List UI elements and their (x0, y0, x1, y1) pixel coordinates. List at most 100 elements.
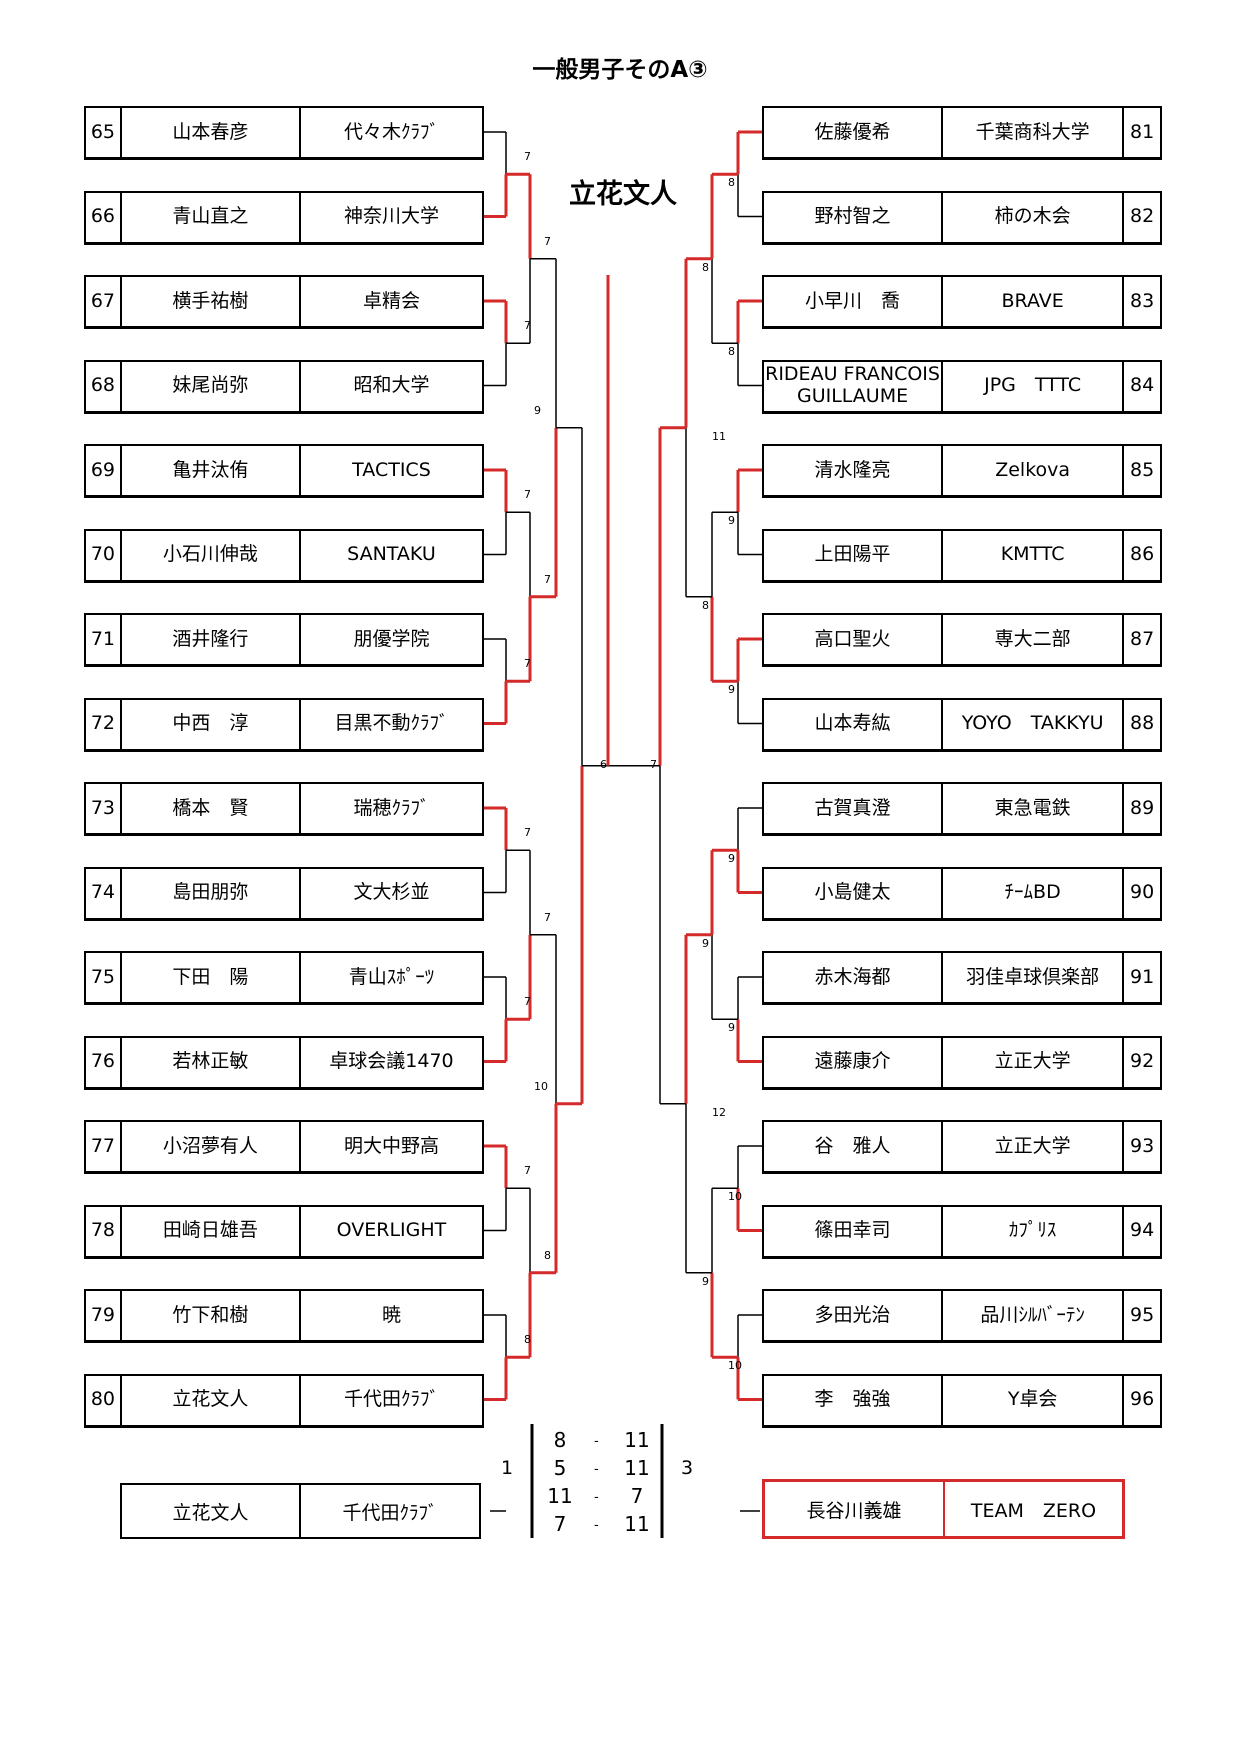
champion-name: 立花文人 (569, 179, 677, 210)
player-name: 小早川 喬 (764, 277, 944, 326)
club-name: 品川ｼﾙﾊﾞｰﾃﾝ (943, 1291, 1125, 1340)
final-right-name: 長谷川義雄 (765, 1482, 945, 1536)
seed-number: 79 (86, 1291, 122, 1340)
player-name: 古賀真澄 (764, 784, 944, 833)
player-name: 小沼夢有人 (122, 1122, 301, 1171)
player-name: 島田朋弥 (122, 868, 301, 918)
round-score: 7 (524, 488, 531, 502)
player-name: 清水隆亮 (764, 446, 944, 495)
seed-number: 78 (86, 1206, 122, 1256)
round-score: 7 (544, 234, 551, 248)
seed-number: 93 (1130, 1134, 1155, 1157)
final-left-club: 千代田ｸﾗﾌﾞ (342, 1501, 438, 1524)
round-score: 7 (524, 657, 531, 671)
round-score: 12 (712, 1105, 726, 1119)
player-name: 多田光治 (764, 1291, 944, 1340)
seed-number: 70 (86, 530, 122, 580)
club-name: 神奈川大学 (343, 205, 439, 228)
round-score: 10 (728, 1190, 742, 1204)
round-score: 9 (702, 936, 709, 950)
round-score: 7 (524, 826, 531, 840)
score-dash: - (594, 1518, 599, 1533)
round-score: 8 (728, 345, 735, 359)
score-dash: - (594, 1462, 599, 1477)
player-name: 山本寿紘 (764, 699, 944, 749)
round-score: 8 (544, 1248, 551, 1262)
club-name: Zelkova (943, 446, 1125, 495)
final-game-right: 11 (624, 1456, 650, 1480)
seed-number: 83 (1130, 289, 1155, 312)
club-name: 立正大学 (943, 1037, 1125, 1087)
seed-number: 71 (86, 615, 122, 664)
club-name: 卓精会 (362, 289, 420, 312)
player-name: 遠藤康介 (764, 1037, 944, 1087)
round-score: 8 (524, 1333, 531, 1347)
player-name: 小石川伸哉 (122, 530, 301, 580)
seed-number: 86 (1130, 543, 1155, 566)
final-game-left: 8 (553, 1428, 567, 1452)
player-name: 山本春彦 (122, 108, 301, 157)
seed-number: 67 (86, 277, 122, 326)
round-score: 7 (544, 910, 551, 924)
club-name: 千代田ｸﾗﾌﾞ (343, 1388, 439, 1411)
round-score: 9 (728, 1021, 735, 1035)
seed-number: 72 (86, 699, 122, 749)
seed-number: 85 (1130, 458, 1155, 481)
club-name: YOYO TAKKYU (943, 699, 1125, 749)
round-score: 9 (728, 514, 735, 528)
final-game-right: 11 (624, 1512, 650, 1536)
player-name: 橋本 賢 (122, 784, 301, 833)
club-name: JPG TTTC (943, 361, 1125, 411)
round-score: 10 (534, 1079, 548, 1093)
score-dash: - (594, 1434, 599, 1449)
seed-number: 69 (86, 446, 122, 495)
final-left-sets: 1 (501, 1457, 514, 1479)
round-score: 6 (600, 758, 607, 771)
seed-number: 75 (86, 953, 122, 1002)
player-name: RIDEAU FRANCOIS GUILLAUME (764, 361, 944, 411)
player-name: 李 強強 (764, 1375, 944, 1425)
seed-number: 94 (1130, 1219, 1155, 1242)
final-left-name: 立花文人 (122, 1485, 301, 1537)
player-name: 横手祐樹 (122, 277, 301, 326)
club-name: 明大中野高 (343, 1134, 439, 1157)
round-score: 7 (524, 150, 531, 164)
player-name: 篠田幸司 (764, 1206, 944, 1256)
player-name: 立花文人 (122, 1375, 301, 1425)
seed-number: 95 (1130, 1303, 1155, 1326)
seed-number: 76 (86, 1037, 122, 1087)
seed-number: 89 (1130, 796, 1155, 819)
seed-number: 68 (86, 361, 122, 411)
final-game-left: 5 (553, 1456, 567, 1480)
club-name: ｶﾌﾟﾘｽ (943, 1206, 1125, 1256)
club-name: 立正大学 (943, 1122, 1125, 1171)
seed-number: 77 (86, 1122, 122, 1171)
player-name: 谷 雅人 (764, 1122, 944, 1171)
club-name: 暁 (381, 1303, 401, 1326)
final-right-club: TEAM ZERO (970, 1499, 1097, 1522)
final-game-left: 7 (553, 1512, 567, 1536)
player-name: 青山直之 (122, 192, 301, 242)
club-name: KMTTC (943, 530, 1125, 580)
seed-number: 91 (1130, 965, 1155, 988)
seed-number: 96 (1130, 1388, 1155, 1411)
round-score: 7 (544, 572, 551, 586)
club-name: 柿の木会 (943, 192, 1125, 242)
club-name: 瑞穂ｸﾗﾌﾞ (353, 796, 430, 819)
